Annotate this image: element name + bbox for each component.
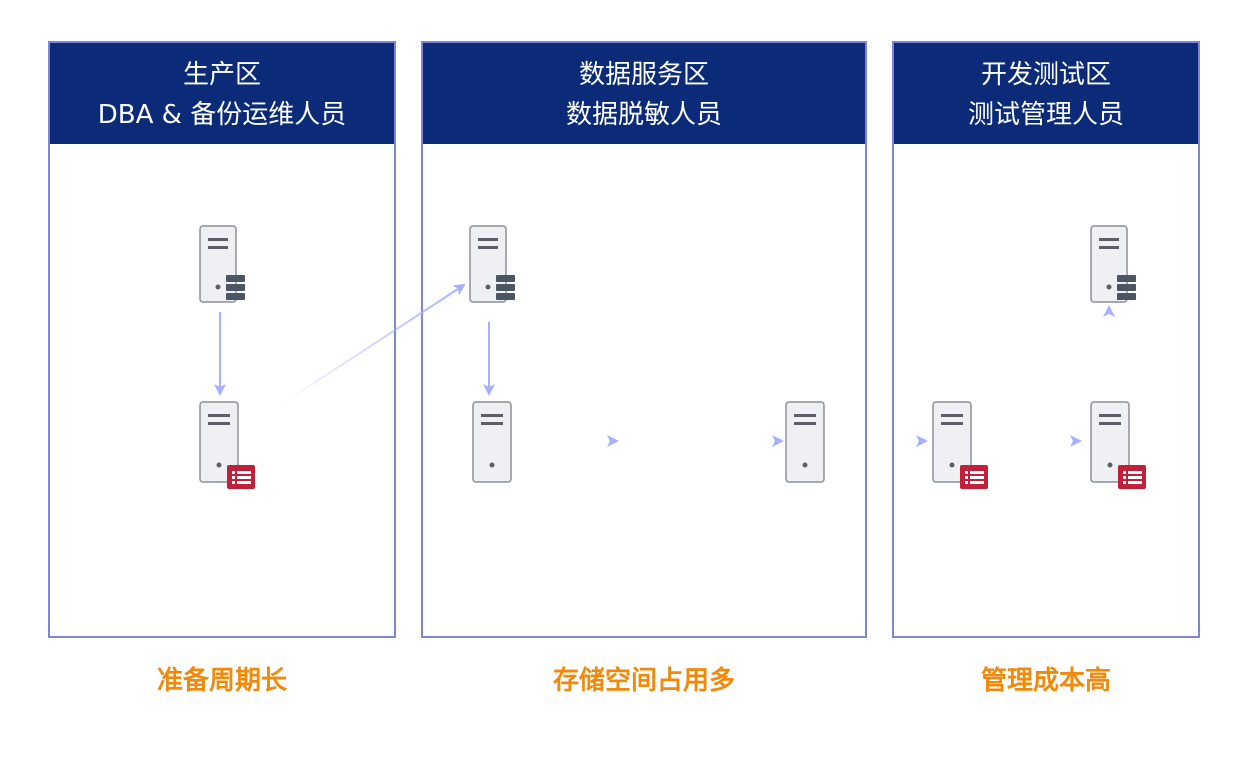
zone-title: 数据服务区: [578, 60, 709, 90]
zone-data-service: 数据服务区 数据脱敏人员: [421, 41, 867, 638]
server-icon: [469, 225, 517, 313]
server-icon: [472, 401, 514, 489]
data-copy-badge-icon: [960, 465, 988, 489]
server-icon: [199, 401, 257, 495]
server-icon: [1090, 401, 1148, 495]
zone-subtitle: 测试管理人员: [967, 100, 1124, 130]
database-badge-icon: [1117, 275, 1136, 300]
zone-header: 数据服务区 数据脱敏人员: [423, 43, 865, 144]
zone-header: 生产区 DBA & 备份运维人员: [50, 43, 394, 144]
zone-production: 生产区 DBA & 备份运维人员: [48, 41, 396, 638]
data-copy-badge-icon: [227, 465, 255, 489]
zone-subtitle: DBA & 备份运维人员: [97, 100, 347, 130]
zone-dev-test: 开发测试区 测试管理人员: [892, 41, 1200, 638]
server-icon: [932, 401, 990, 495]
database-badge-icon: [496, 275, 515, 300]
server-icon: [1090, 225, 1138, 313]
zone-footer-label: 存储空间占用多: [552, 666, 735, 696]
database-badge-icon: [226, 275, 245, 300]
data-copy-badge-icon: [1118, 465, 1146, 489]
server-icon: [785, 401, 827, 489]
zone-header: 开发测试区 测试管理人员: [894, 43, 1198, 144]
zone-title: 生产区: [182, 60, 261, 90]
zone-footer-label: 准备周期长: [156, 666, 287, 696]
zone-subtitle: 数据脱敏人员: [565, 100, 722, 130]
zone-footer-label: 管理成本高: [980, 666, 1111, 696]
zone-title: 开发测试区: [980, 60, 1111, 90]
server-icon: [199, 225, 247, 313]
